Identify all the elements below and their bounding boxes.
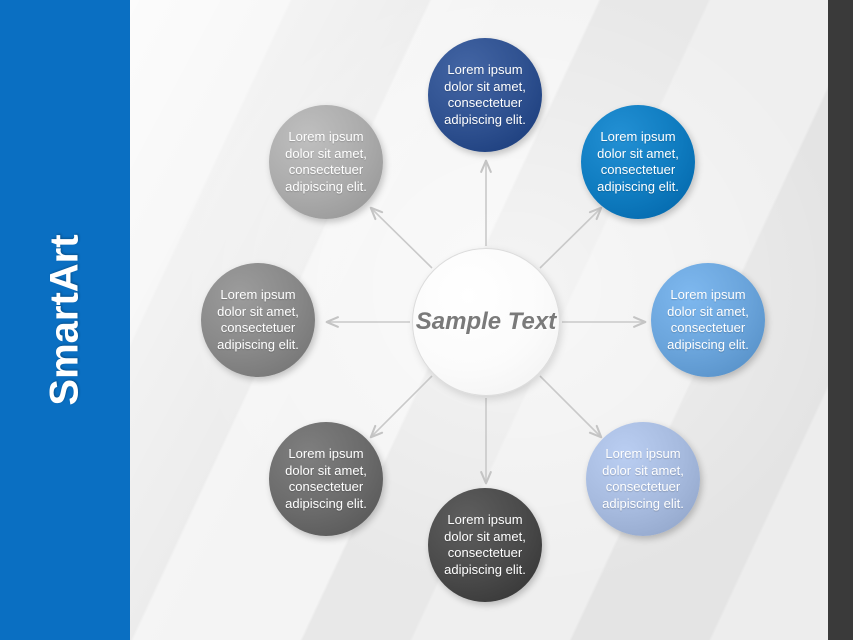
- node-bottom-right[interactable]: Lorem ipsum dolor sit amet, consectetuer…: [586, 422, 700, 536]
- node-top[interactable]: Lorem ipsum dolor sit amet, consectetuer…: [428, 38, 542, 152]
- node-top-label: Lorem ipsum dolor sit amet, consectetuer…: [444, 62, 526, 127]
- node-left[interactable]: Lorem ipsum dolor sit amet, consectetuer…: [201, 263, 315, 377]
- node-top-right[interactable]: Lorem ipsum dolor sit amet, consectetuer…: [581, 105, 695, 219]
- sidebar-panel: SmartArt: [0, 0, 130, 640]
- node-center[interactable]: Sample Text: [412, 248, 560, 396]
- node-right-label: Lorem ipsum dolor sit amet, consectetuer…: [667, 287, 749, 352]
- node-bottom-right-label: Lorem ipsum dolor sit amet, consectetuer…: [602, 446, 684, 511]
- sidebar-title: SmartArt: [42, 234, 87, 406]
- node-left-label: Lorem ipsum dolor sit amet, consectetuer…: [217, 287, 299, 352]
- node-bottom-left[interactable]: Lorem ipsum dolor sit amet, consectetuer…: [269, 422, 383, 536]
- node-bottom-label: Lorem ipsum dolor sit amet, consectetuer…: [444, 512, 526, 577]
- node-top-left-label: Lorem ipsum dolor sit amet, consectetuer…: [285, 129, 367, 194]
- right-edge-strip: [828, 0, 853, 640]
- node-right[interactable]: Lorem ipsum dolor sit amet, consectetuer…: [651, 263, 765, 377]
- node-top-right-label: Lorem ipsum dolor sit amet, consectetuer…: [597, 129, 679, 194]
- node-top-left[interactable]: Lorem ipsum dolor sit amet, consectetuer…: [269, 105, 383, 219]
- node-center-label: Sample Text: [415, 308, 557, 335]
- node-bottom[interactable]: Lorem ipsum dolor sit amet, consectetuer…: [428, 488, 542, 602]
- node-bottom-left-label: Lorem ipsum dolor sit amet, consectetuer…: [285, 446, 367, 511]
